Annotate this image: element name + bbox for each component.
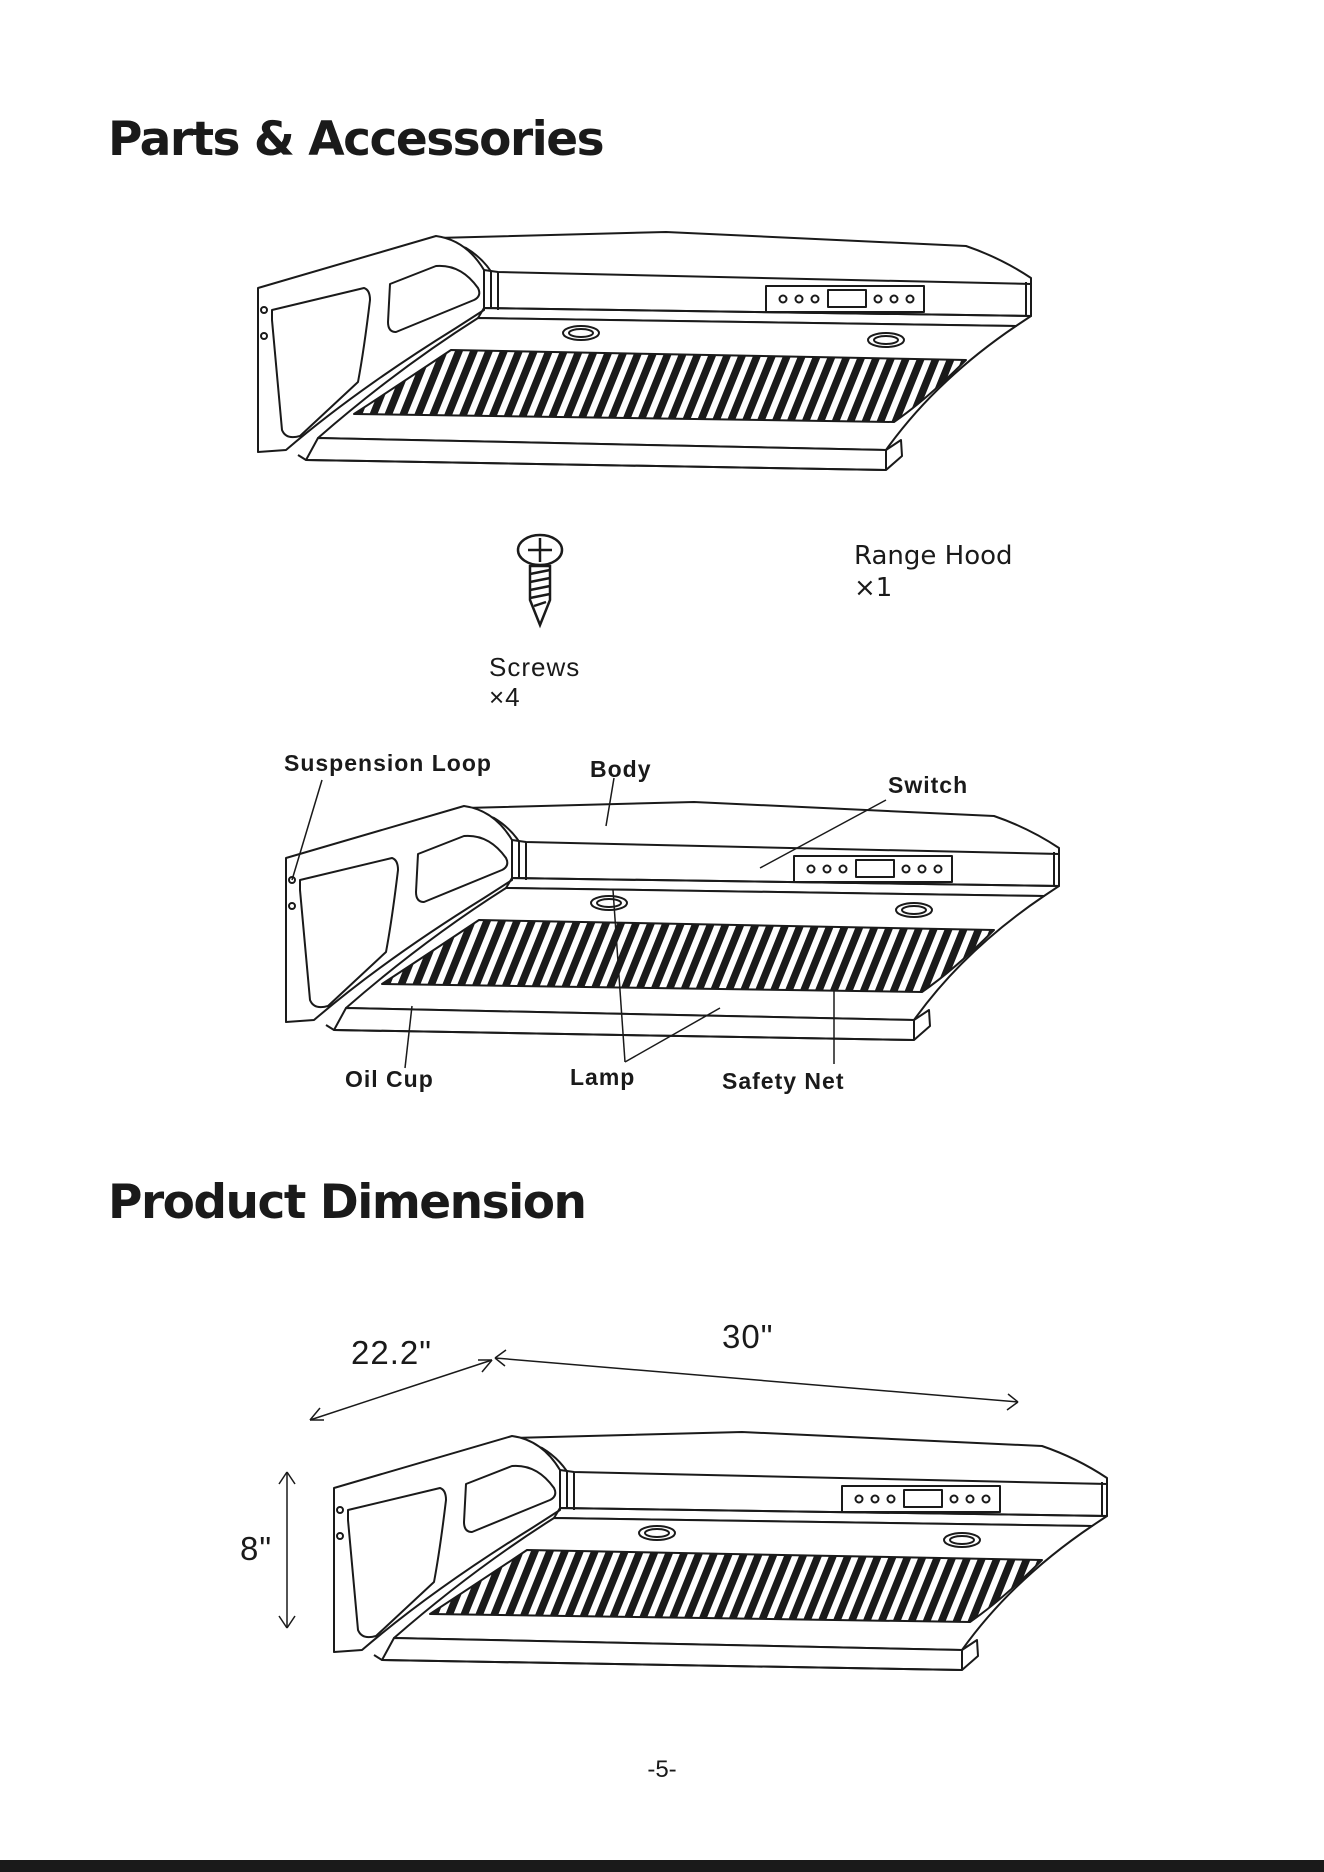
dimension-depth: 22.2" [351, 1334, 432, 1372]
page-number: -5- [0, 1756, 1324, 1784]
dimension-height: 8" [240, 1530, 272, 1568]
bottom-border [0, 1860, 1324, 1872]
dimension-width: 30" [722, 1318, 773, 1356]
